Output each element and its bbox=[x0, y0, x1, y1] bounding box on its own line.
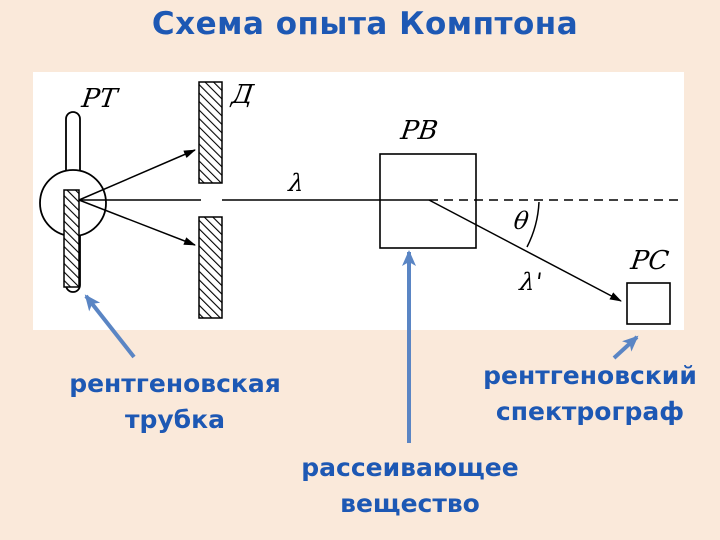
caption-tube-line-2: трубка bbox=[125, 405, 225, 435]
spectrograph-pointer-arrow bbox=[612, 335, 639, 360]
page-title: Схема опыта Комптона bbox=[151, 6, 579, 42]
diaphragm-upper bbox=[198, 81, 223, 184]
caption-spectrograph-line-1: рентгеновский bbox=[483, 361, 697, 390]
caption-tube-line-1: рентгеновская bbox=[69, 369, 281, 398]
ray-upper bbox=[78, 149, 196, 201]
caption-scatterer-line-1: рассеивающее bbox=[301, 453, 519, 482]
diagram-drawing bbox=[39, 81, 684, 325]
ray-lower bbox=[78, 199, 196, 246]
tube-anode bbox=[63, 189, 80, 288]
scattered-ray bbox=[428, 199, 622, 302]
compton-diagram: РТ Д РВ РС λ λ' θ bbox=[33, 72, 684, 330]
caption-spectrograph-line-2: спектрограф bbox=[495, 397, 685, 427]
caption-scatterer: рассеивающее вещество bbox=[280, 450, 540, 523]
diaphragm-lower bbox=[198, 216, 223, 319]
spectrograph-box bbox=[626, 282, 671, 325]
scatterer-box bbox=[379, 153, 477, 249]
caption-scatterer-line-2: вещество bbox=[340, 489, 480, 519]
caption-tube: рентгеновская трубка bbox=[55, 366, 295, 439]
tube-pointer-arrow bbox=[84, 294, 136, 359]
caption-spectrograph: рентгеновский спектрограф bbox=[460, 358, 720, 431]
theta-arc bbox=[526, 201, 540, 248]
xray-tube bbox=[39, 111, 107, 293]
